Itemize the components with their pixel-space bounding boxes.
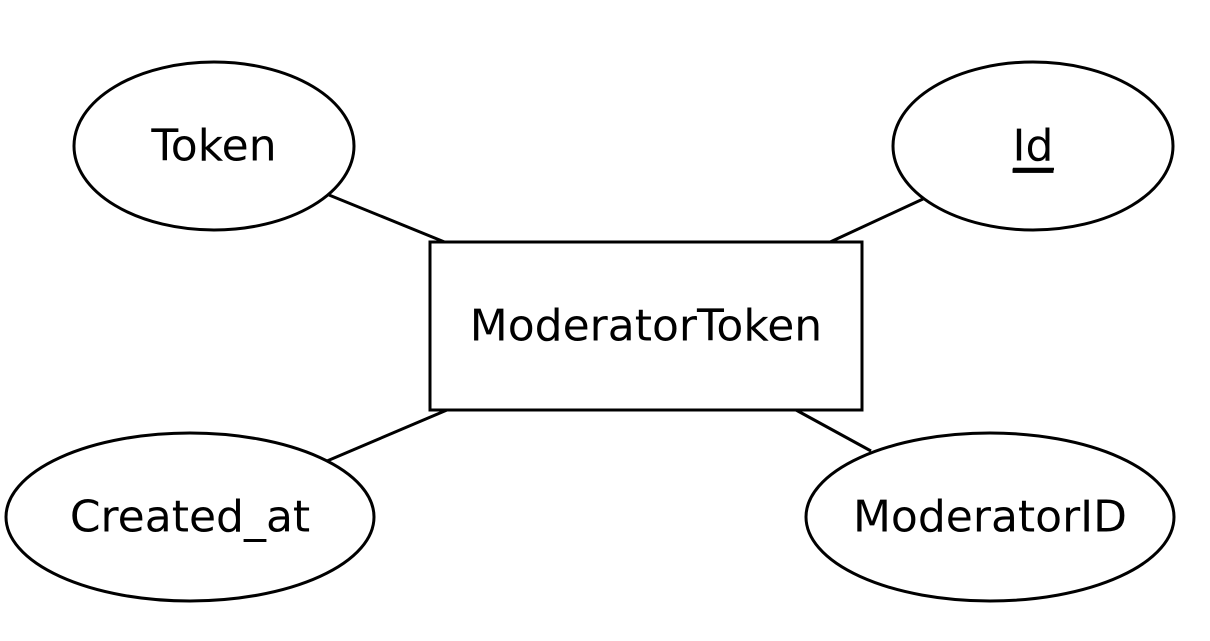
attribute-moderator-id[interactable]: ModeratorID (804, 431, 1176, 603)
connector-id (827, 197, 924, 245)
entity-box (428, 240, 864, 412)
attribute-id-label: Id (1013, 121, 1054, 172)
connector-created-at (326, 408, 448, 463)
attribute-moderator-id-label: ModeratorID (853, 492, 1127, 543)
entity-moderator-token[interactable]: ModeratorToken (428, 240, 864, 412)
attribute-moderator-id-ellipse (804, 431, 1176, 603)
attribute-created-at[interactable]: Created_at (4, 431, 376, 603)
connector-token (328, 193, 448, 245)
attribute-token[interactable]: Token (72, 60, 356, 232)
attribute-id-ellipse (891, 60, 1175, 232)
attribute-created-at-label: Created_at (70, 492, 310, 543)
connector-moderator-id (795, 408, 872, 453)
entity-label: ModeratorToken (470, 301, 822, 352)
attribute-token-label: Token (150, 121, 276, 172)
attribute-token-ellipse (72, 60, 356, 232)
attribute-id[interactable]: Id (891, 60, 1175, 232)
attribute-created-at-ellipse (4, 431, 376, 603)
